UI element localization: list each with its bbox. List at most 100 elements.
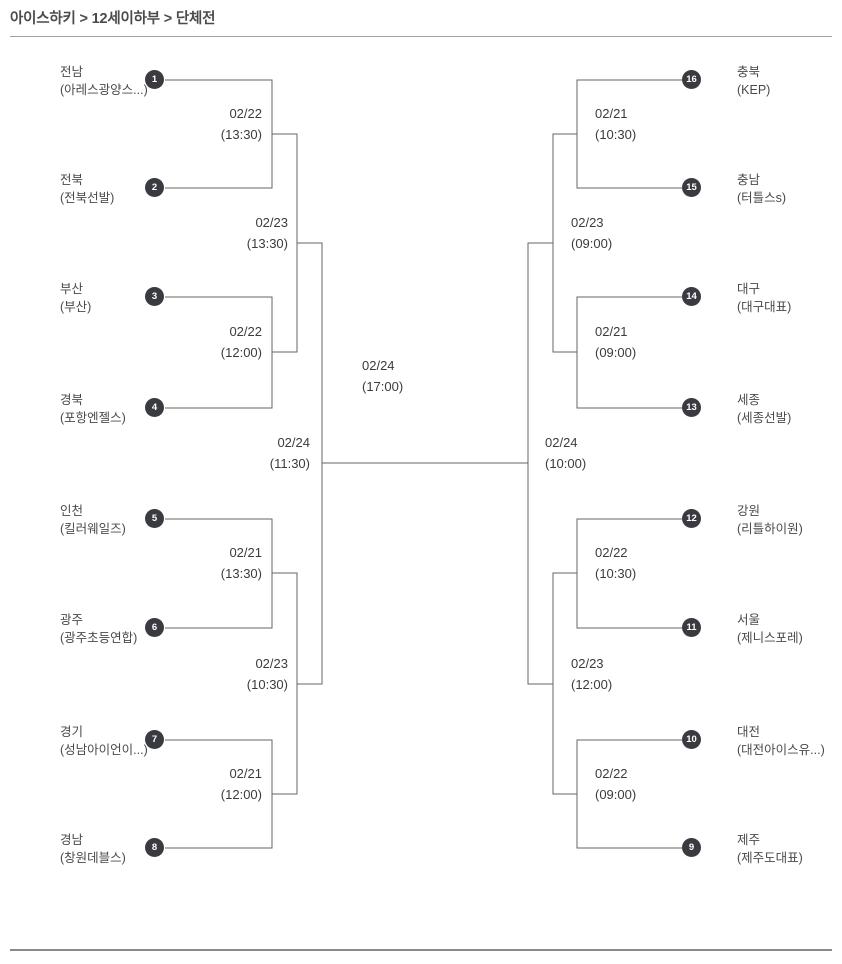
bottom-divider (10, 949, 832, 951)
team-label-13: 세종 (세종선발) (737, 391, 842, 427)
team-label-11: 서울(제니스포레) (737, 611, 842, 647)
match-schedule-r16-right-4: 02/22(09:00) (595, 763, 685, 805)
team-club: (킬러웨일즈) (60, 522, 126, 536)
quarterfinal-lines-right (552, 133, 577, 795)
team-label-1: 전남 (아레스광양스...) (60, 63, 180, 99)
team-label-2: 전북(전북선발) (60, 171, 180, 207)
match-schedule-r16-left-4: 02/21 (12:00) (172, 763, 262, 805)
team-club: (광주초등연합) (60, 631, 138, 645)
match-schedule-r16-left-1: 02/22(13:30) (172, 103, 262, 145)
team-name: 강원 (737, 504, 761, 518)
team-club: (제주도대표) (737, 851, 803, 865)
top-divider (10, 36, 832, 37)
match-schedule-qf-left-bottom: 02/23(10:30) (198, 653, 288, 695)
match-date: 02/22 (229, 324, 262, 339)
team-name: 충남 (737, 173, 761, 187)
match-date: 02/22 (595, 545, 628, 560)
team-label-14: 대구 (대구대표) (737, 280, 842, 316)
team-label-12: 강원 (리틀하이원) (737, 502, 842, 538)
match-schedule-r16-right-1: 02/21(10:30) (595, 103, 685, 145)
seed-badge-10: 10 (682, 730, 701, 749)
match-time: (10:30) (595, 566, 637, 581)
team-name: 경남 (60, 833, 84, 847)
team-label-8: 경남 (창원데블스) (60, 831, 180, 867)
match-date: 02/24 (277, 435, 310, 450)
match-time: (12:00) (220, 787, 262, 802)
team-name: 대전 (737, 725, 761, 739)
team-club: (대구대표) (737, 300, 792, 314)
seed-badge-3: 3 (145, 287, 164, 306)
match-time: (12:00) (220, 345, 262, 360)
match-date: 02/21 (229, 545, 262, 560)
match-date: 02/23 (255, 215, 288, 230)
team-club: (전북선발) (60, 191, 115, 205)
match-schedule-qf-left-top: 02/23 (13:30) (198, 212, 288, 254)
seed-badge-9: 9 (682, 838, 701, 857)
match-time: (10:30) (246, 677, 288, 692)
seed-badge-4: 4 (145, 398, 164, 417)
match-schedule-sf-left: 02/24 (11:30) (220, 432, 310, 474)
match-time: (13:30) (220, 127, 262, 142)
team-club: (리틀하이원) (737, 522, 803, 536)
seed-badge-13: 13 (682, 398, 701, 417)
seed-badge-7: 7 (145, 730, 164, 749)
team-label-16: 충북 (KEP) (737, 63, 842, 99)
match-date: 02/21 (595, 324, 628, 339)
team-label-10: 대전 (대전아이스유...) (737, 723, 842, 759)
match-schedule-qf-right-bottom: 02/23 (12:00) (571, 653, 661, 695)
match-date: 02/24 (362, 358, 395, 373)
semifinal-lines-right (527, 242, 553, 685)
team-name: 경기 (60, 725, 84, 739)
seed-badge-15: 15 (682, 178, 701, 197)
team-name: 전남 (60, 65, 84, 79)
round16-lines-right (576, 79, 682, 849)
team-name: 경북 (60, 393, 84, 407)
team-name: 인천 (60, 504, 84, 518)
team-club: (창원데블스) (60, 851, 126, 865)
team-name: 부산 (60, 282, 84, 296)
seed-badge-16: 16 (682, 70, 701, 89)
match-date: 02/23 (571, 656, 604, 671)
match-schedule-r16-left-2: 02/22 (12:00) (172, 321, 262, 363)
team-name: 충북 (737, 65, 761, 79)
team-label-5: 인천 (킬러웨일즈) (60, 502, 180, 538)
team-club: (대전아이스유...) (737, 743, 825, 757)
seed-badge-2: 2 (145, 178, 164, 197)
seed-badge-1: 1 (145, 70, 164, 89)
match-schedule-final: 02/24 (17:00) (362, 355, 452, 397)
team-club: (아레스광양스...) (60, 83, 148, 97)
match-time: (11:30) (269, 456, 310, 471)
team-club: (KEP) (737, 83, 771, 97)
match-time: (13:30) (246, 236, 288, 251)
seed-badge-14: 14 (682, 287, 701, 306)
team-name: 광주 (60, 613, 84, 627)
match-date: 02/24 (545, 435, 578, 450)
team-name: 세종 (737, 393, 761, 407)
team-club: (터틀스s) (737, 191, 787, 205)
team-club: (세종선발) (737, 411, 792, 425)
seed-badge-8: 8 (145, 838, 164, 857)
team-label-15: 충남 (터틀스s) (737, 171, 842, 207)
match-schedule-r16-right-2: 02/21 (09:00) (595, 321, 685, 363)
match-schedule-qf-right-top: 02/23(09:00) (571, 212, 661, 254)
breadcrumb: 아이스하키 > 12세이하부 > 단체전 (10, 11, 216, 27)
team-label-6: 광주 (광주초등연합) (60, 611, 180, 647)
match-time: (17:00) (362, 379, 404, 394)
team-label-4: 경북(포항엔젤스) (60, 391, 180, 427)
match-date: 02/21 (595, 106, 628, 121)
team-label-7: 경기(성남아이언이...) (60, 723, 180, 759)
match-time: (10:00) (545, 456, 587, 471)
team-club: (부산) (60, 300, 92, 314)
team-label-3: 부산 (부산) (60, 280, 180, 316)
team-name: 서울 (737, 613, 761, 627)
match-time: (09:00) (571, 236, 613, 251)
match-time: (09:00) (595, 345, 637, 360)
match-schedule-sf-right: 02/24 (10:00) (545, 432, 635, 474)
team-name: 대구 (737, 282, 761, 296)
match-time: (13:30) (220, 566, 262, 581)
team-label-9: 제주(제주도대표) (737, 831, 842, 867)
match-time: (12:00) (571, 677, 613, 692)
match-date: 02/21 (229, 766, 262, 781)
